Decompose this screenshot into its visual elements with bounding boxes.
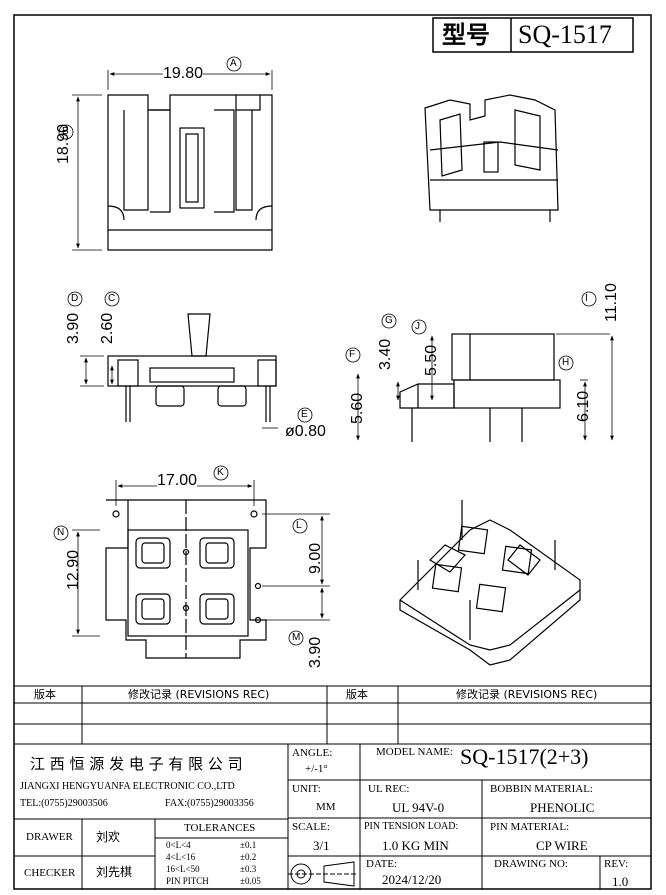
rev-value: 1.0: [612, 874, 629, 889]
tol-range-2: 16<L<50: [166, 864, 200, 874]
dim-f-value: 5.60: [349, 392, 366, 424]
ul-rec-label: UL REC:: [368, 783, 410, 795]
dim-a-value: 19.80: [163, 65, 204, 82]
rev-col3: 版本: [346, 688, 368, 701]
pin-tension-label: PIN TENSION LOAD:: [364, 821, 459, 832]
tol-value-2: ±0.3: [240, 864, 257, 874]
side-view: [399, 333, 561, 442]
tol-value-0: ±0.1: [240, 840, 257, 850]
dim-n-letter: N: [57, 527, 65, 538]
bottom-view: [105, 499, 267, 659]
model-name-value: SQ-1517(2+3): [460, 744, 589, 769]
dim-i-value: 11.10: [603, 283, 620, 322]
checker-value: 刘先棋: [96, 865, 133, 879]
dim-m-value: 3.90: [307, 636, 324, 668]
projection-symbol-icon: [288, 861, 358, 887]
angle-value: +/-1°: [305, 763, 328, 775]
angle-label: ANGLE:: [292, 747, 333, 759]
top-view: [107, 94, 273, 251]
dim-c-letter: C: [108, 293, 116, 304]
front-view: [107, 313, 277, 422]
dim-l-value: 9.00: [307, 542, 324, 574]
header-box: [432, 17, 634, 53]
drawer-label: DRAWER: [26, 831, 73, 843]
rev-col2: 修改记录 (REVISIONS REC): [128, 688, 270, 701]
scale-value: 3/1: [313, 838, 330, 853]
title-block-grid: [14, 743, 651, 889]
iso-view-top: [424, 94, 559, 222]
dim-h-letter: H: [562, 357, 570, 368]
tol-range-0: 0<L<4: [166, 840, 191, 850]
dim-e-value: ø0.80: [285, 423, 326, 440]
pin-tension-value: 1.0 KG MIN: [382, 838, 449, 853]
ul-rec-value: UL 94V-0: [392, 800, 445, 815]
tol-range-1: 4<L<16: [166, 852, 196, 862]
dim-l-letter: L: [296, 520, 302, 531]
drawer-value: 刘欢: [96, 830, 121, 844]
scale-label: SCALE:: [292, 821, 330, 833]
unit-label: UNIT:: [292, 783, 321, 795]
rev-col1: 版本: [34, 688, 56, 701]
company-fax: FAX:(0755)29003356: [165, 798, 254, 809]
bobbin-label: BOBBIN MATERIAL:: [490, 783, 593, 795]
company-name-en: JIANGXI HENGYUANFA ELECTRONIC CO.,LTD: [20, 781, 235, 792]
dim-d-letter: D: [71, 293, 79, 304]
checker-label: CHECKER: [24, 867, 76, 879]
dim-g-value: 3.40: [377, 338, 394, 370]
dim-h-value: 6.10: [575, 390, 592, 422]
iso-view-bottom: [399, 500, 581, 666]
dim-k-value: 17.00: [157, 472, 198, 489]
type-label: 型号: [442, 21, 490, 49]
dim-d-value: 3.90: [65, 312, 82, 344]
dim-k-letter: K: [217, 467, 224, 478]
drawing-border: [13, 14, 652, 890]
drawing-no-label: DRAWING NO:: [494, 858, 568, 870]
tol-value-1: ±0.2: [240, 852, 257, 862]
dim-g-letter: G: [385, 315, 393, 326]
unit-value: MM: [316, 801, 336, 813]
dim-b-letter: B: [62, 126, 69, 137]
tolerances-label: TOLERANCES: [184, 822, 256, 834]
dim-f-letter: F: [349, 349, 356, 360]
pin-material-label: PIN MATERIAL:: [490, 821, 570, 833]
dim-i-letter: I: [585, 293, 588, 304]
rev-label: REV:: [604, 858, 629, 870]
dim-n-value: 12.90: [65, 549, 82, 590]
date-label: DATE:: [366, 858, 398, 870]
dim-j-value: 5.50: [423, 344, 440, 376]
bobbin-value: PHENOLIC: [530, 800, 595, 815]
dim-e-letter: E: [301, 409, 308, 420]
model-name-label: MODEL NAME:: [376, 746, 453, 758]
header-model: SQ-1517: [518, 20, 612, 49]
rev-col4: 修改记录 (REVISIONS REC): [456, 688, 598, 701]
dim-a-letter: A: [230, 58, 237, 69]
dim-j-letter: J: [415, 321, 420, 332]
tol-value-3: ±0.05: [240, 876, 261, 886]
dim-c-value: 2.60: [99, 312, 116, 344]
pin-material-value: CP WIRE: [536, 838, 588, 853]
tol-range-3: PIN PITCH: [166, 876, 209, 886]
company-name-cn: 江 西 恒 源 发 电 子 有 限 公 司: [30, 755, 243, 773]
date-value: 2024/12/20: [382, 872, 442, 887]
dim-m-letter: M: [292, 632, 301, 643]
company-tel: TEL:(0755)29003506: [20, 798, 108, 809]
